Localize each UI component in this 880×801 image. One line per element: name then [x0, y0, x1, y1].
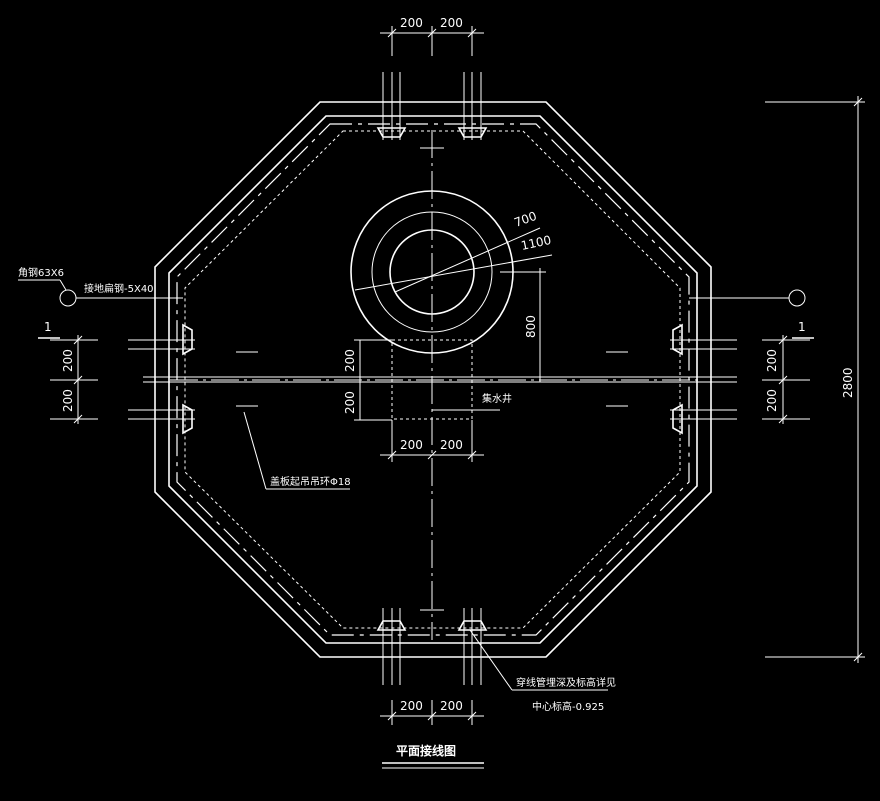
top-dim-left-label: 200: [400, 16, 423, 30]
overall-dimension: 2800: [765, 96, 865, 663]
right-vertical-dimension: 200 200: [762, 335, 810, 424]
grounding-terminals: 角钢63X6 接地扁钢-5X40: [18, 266, 806, 307]
angle-steel-label: 角钢63X6: [18, 266, 64, 279]
plan-title-block: 平面接线图: [382, 743, 484, 769]
center-dimension: 200 200: [380, 420, 484, 462]
flat-steel-label: 接地扁钢-5X40: [84, 282, 154, 295]
dim-800-label: 800: [524, 315, 538, 338]
right-terminal-circle: [788, 289, 806, 307]
radius-leader-1100: [354, 254, 553, 291]
center-lines: [143, 130, 737, 640]
bottom-dim-left-label: 200: [400, 699, 423, 713]
collector-well-label: 集水井: [482, 392, 512, 405]
left-dim-upper-label: 200: [61, 349, 75, 372]
left-terminal-circle: [59, 289, 77, 307]
inner-well-circle: [389, 229, 475, 315]
octagon-inner: [168, 115, 698, 644]
center-dim-left-label: 200: [400, 438, 423, 452]
right-dim-lower-label: 200: [765, 389, 779, 412]
pipe-note-leader: 穿线管埋深及标高详见 中心标高-0.925: [469, 629, 616, 713]
top-sleeves: [376, 72, 488, 149]
section-mark-right: 1: [798, 320, 806, 334]
dim-1100-label: 1100: [520, 233, 553, 253]
octagon-grounding-loop: [176, 123, 690, 636]
mid-dim-lower-label: 200: [343, 391, 357, 414]
lift-ring-label: 盖板起吊吊环Φ18: [270, 475, 351, 488]
octagon-outer: [154, 101, 712, 658]
left-vertical-dimension: 200 200: [50, 335, 98, 424]
plan-title: 平面接线图: [396, 743, 456, 758]
left-dim-lower-label: 200: [61, 389, 75, 412]
right-dim-upper-label: 200: [765, 349, 779, 372]
top-dim-right-label: 200: [440, 16, 463, 30]
section-marks: 1 1: [38, 320, 814, 339]
bottom-sleeves: [376, 608, 488, 685]
dim-700-label: 700: [512, 209, 538, 230]
radius-leader-700: [394, 227, 541, 293]
left-sleeves: [128, 323, 258, 435]
collector-well: 集水井: [391, 339, 512, 420]
right-sleeves: [606, 323, 737, 435]
bottom-dim-right-label: 200: [440, 699, 463, 713]
mid-dim-upper-label: 200: [343, 349, 357, 372]
overall-dim-label: 2800: [841, 367, 855, 398]
center-elevation-label: 中心标高-0.925: [532, 700, 604, 713]
mid-vertical-dimension: 200 200: [343, 339, 392, 421]
dim-800: 800: [500, 268, 546, 382]
central-well: 700 1100: [350, 190, 553, 354]
pipe-note-label: 穿线管埋深及标高详见: [516, 676, 616, 689]
top-dimension: 200 200: [380, 16, 484, 56]
section-mark-left: 1: [44, 320, 52, 334]
center-dim-right-label: 200: [440, 438, 463, 452]
lift-ring-leader: 盖板起吊吊环Φ18: [243, 411, 351, 490]
bottom-dimension: 200 200: [380, 699, 484, 725]
collector-well-box: [391, 339, 473, 420]
middle-ring-circle: [371, 211, 493, 333]
